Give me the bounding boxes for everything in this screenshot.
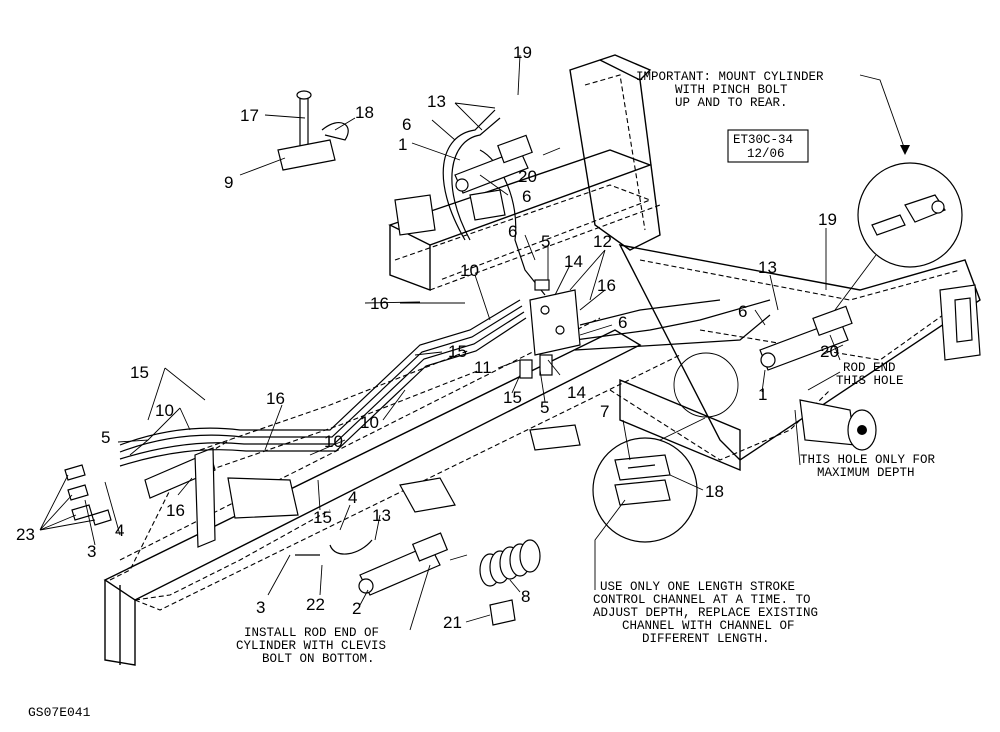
callout-19: 19 (513, 43, 532, 62)
note-clevis-line3: BOLT ON BOTTOM. (262, 652, 375, 666)
note-clevis-line2: CYLINDER WITH CLEVIS (236, 639, 386, 653)
note-stroke-line3: ADJUST DEPTH, REPLACE EXISTING (593, 606, 818, 620)
note-important-line3: UP AND TO REAR. (675, 96, 788, 110)
callout-13: 13 (372, 506, 391, 525)
callout-3: 3 (87, 542, 96, 561)
callout-18: 18 (705, 482, 724, 501)
note-rod-end: ROD END THIS HOLE (836, 361, 904, 388)
callout-15: 15 (313, 508, 332, 527)
callout-17: 17 (240, 106, 259, 125)
callout-1: 1 (758, 385, 767, 404)
note-important-line1: IMPORTANT: MOUNT CYLINDER (636, 70, 824, 84)
callout-6: 6 (618, 313, 627, 332)
leader-lines (39, 54, 910, 631)
note-max-depth: THIS HOLE ONLY FOR MAXIMUM DEPTH (800, 453, 936, 480)
callout-6: 6 (402, 115, 411, 134)
callout-numbers: 17 18 9 13 6 1 19 20 6 6 5 12 14 16 10 1… (16, 43, 839, 632)
callout-12: 12 (593, 232, 612, 251)
callout-10: 10 (360, 413, 379, 432)
note-stroke-line4: CHANNEL WITH CHANNEL OF (622, 619, 795, 633)
callout-4: 4 (115, 521, 124, 540)
callout-5: 5 (541, 232, 550, 251)
note-stroke-line1: USE ONLY ONE LENGTH STROKE (600, 580, 795, 594)
callout-16: 16 (166, 501, 185, 520)
note-stroke-line5: DIFFERENT LENGTH. (642, 632, 770, 646)
callout-19: 19 (818, 210, 837, 229)
lock-pin-assembly (277, 90, 349, 171)
callout-13: 13 (427, 92, 446, 111)
callout-9: 9 (224, 173, 233, 192)
callout-16: 16 (370, 294, 389, 313)
drawing-ref-box: ET30C-34 12/06 (727, 129, 809, 163)
note-important: IMPORTANT: MOUNT CYLINDER WITH PINCH BOL… (636, 70, 824, 110)
detail-circle-mount (673, 352, 739, 418)
callout-6: 6 (508, 222, 517, 241)
bottom-cylinder (358, 532, 449, 596)
callout-20: 20 (518, 167, 537, 186)
detail-circle-pinch-bolt (857, 162, 963, 268)
callout-3: 3 (256, 598, 265, 617)
drawing-ref-line1: ET30C-34 (733, 133, 793, 147)
note-clevis: INSTALL ROD END OF CYLINDER WITH CLEVIS … (236, 626, 386, 666)
callout-13: 13 (758, 258, 777, 277)
note-stroke-channel: USE ONLY ONE LENGTH STROKE CONTROL CHANN… (593, 580, 818, 646)
callout-10: 10 (324, 432, 343, 451)
note-stroke-line2: CONTROL CHANNEL AT A TIME. TO (593, 593, 811, 607)
callout-5: 5 (540, 398, 549, 417)
callout-21: 21 (443, 613, 462, 632)
callout-10: 10 (460, 261, 479, 280)
top-cylinder (454, 134, 533, 194)
callout-14: 14 (564, 252, 583, 271)
callout-16: 16 (266, 389, 285, 408)
stroke-control-spring (479, 539, 541, 626)
callout-23: 23 (16, 525, 35, 544)
hydraulic-hoses (119, 109, 771, 556)
main-frame (103, 54, 981, 666)
note-rod-end-line2: THIS HOLE (836, 374, 904, 388)
callout-15: 15 (130, 363, 149, 382)
callout-15: 15 (448, 342, 467, 361)
callout-16: 16 (597, 276, 616, 295)
callout-22: 22 (306, 595, 325, 614)
note-max-depth-line1: THIS HOLE ONLY FOR (800, 453, 936, 467)
callout-5: 5 (101, 428, 110, 447)
right-cylinder (759, 305, 853, 371)
callout-11: 11 (474, 358, 492, 377)
callout-7: 7 (600, 402, 609, 421)
callout-6: 6 (738, 302, 747, 321)
callout-6: 6 (522, 187, 531, 206)
callout-18: 18 (355, 103, 374, 122)
callout-15: 15 (503, 388, 522, 407)
note-max-depth-line2: MAXIMUM DEPTH (817, 466, 915, 480)
note-clevis-line1: INSTALL ROD END OF (244, 626, 379, 640)
callout-2: 2 (352, 599, 361, 618)
callout-1: 1 (398, 135, 407, 154)
valve-block (519, 279, 581, 379)
callout-8: 8 (521, 587, 530, 606)
note-important-line2: WITH PINCH BOLT (675, 83, 788, 97)
detail-circle-channel (592, 437, 698, 543)
drawing-ref-line2: 12/06 (747, 147, 785, 161)
callout-10: 10 (155, 401, 174, 420)
figure-id: GS07E041 (28, 705, 91, 720)
callout-20: 20 (820, 342, 839, 361)
callout-4: 4 (348, 488, 357, 507)
hose-couplers (64, 464, 112, 526)
note-rod-end-line1: ROD END (843, 361, 896, 375)
callout-14: 14 (567, 383, 586, 402)
